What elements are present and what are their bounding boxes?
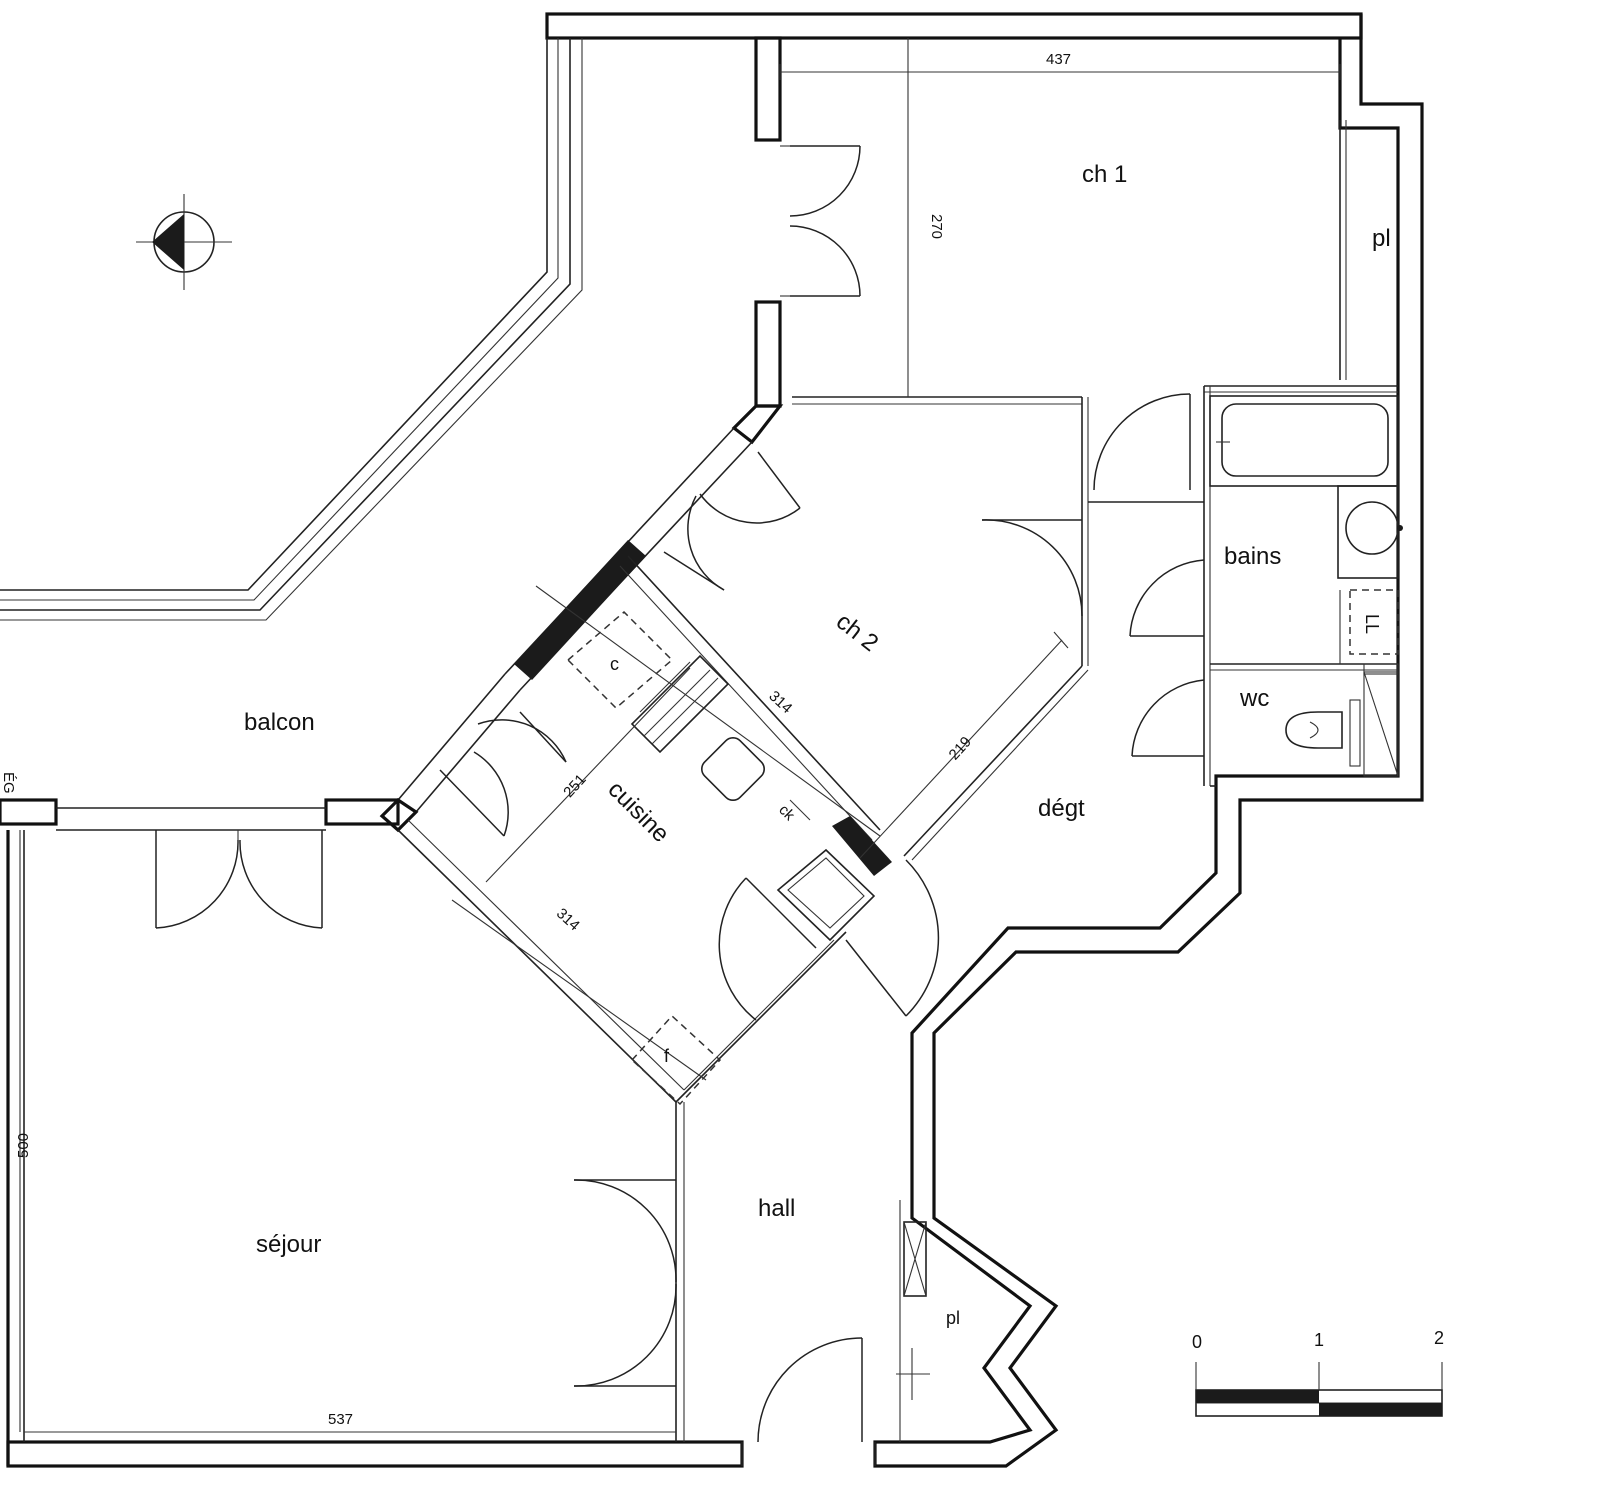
scale-bar: 0 1 2 <box>1192 1328 1444 1417</box>
room-label-ch2: ch 2 <box>831 608 883 657</box>
exterior-walls <box>0 12 1424 1468</box>
doors <box>155 145 1205 1443</box>
balcony-parapet <box>0 38 583 621</box>
room-label-degt: dégt <box>1038 795 1085 822</box>
room-label-c: c <box>610 654 619 674</box>
edge-mark: ÉG <box>0 772 17 794</box>
dim-sejour-depth: 500 <box>15 1133 32 1158</box>
dim-cuisine-b: 314 <box>553 905 583 934</box>
room-label-ll: LL <box>1362 614 1382 634</box>
dimension-lines <box>19 38 1341 1433</box>
room-labels: ch 1 pl bains LL wc ch 2 dégt balcon cui… <box>0 161 1391 1328</box>
room-label-f: f <box>664 1046 670 1066</box>
dim-sejour-width: 537 <box>328 1411 353 1428</box>
room-label-bains: bains <box>1224 543 1281 570</box>
scale-tick-2: 2 <box>1434 1328 1444 1348</box>
room-label-sejour: séjour <box>256 1231 321 1258</box>
dim-ch1-width: 437 <box>1046 51 1071 68</box>
room-label-wc: wc <box>1239 685 1269 712</box>
room-label-pl-top: pl <box>1372 225 1391 252</box>
dim-ch1-depth: 270 <box>928 214 945 239</box>
room-label-balcon: balcon <box>244 709 315 736</box>
scale-tick-0: 0 <box>1192 1332 1202 1352</box>
interior-partitions <box>397 120 1403 1466</box>
room-label-ch1: ch 1 <box>1082 161 1127 188</box>
dim-cuisine-a: 251 <box>560 771 589 801</box>
room-label-hall: hall <box>758 1195 795 1222</box>
orientation-compass-icon <box>136 194 232 290</box>
room-label-cuisine: cuisine <box>603 776 675 848</box>
room-label-pl-bottom: pl <box>946 1308 960 1328</box>
scale-tick-1: 1 <box>1314 1330 1324 1350</box>
dim-ch2-a: 314 <box>765 688 795 717</box>
